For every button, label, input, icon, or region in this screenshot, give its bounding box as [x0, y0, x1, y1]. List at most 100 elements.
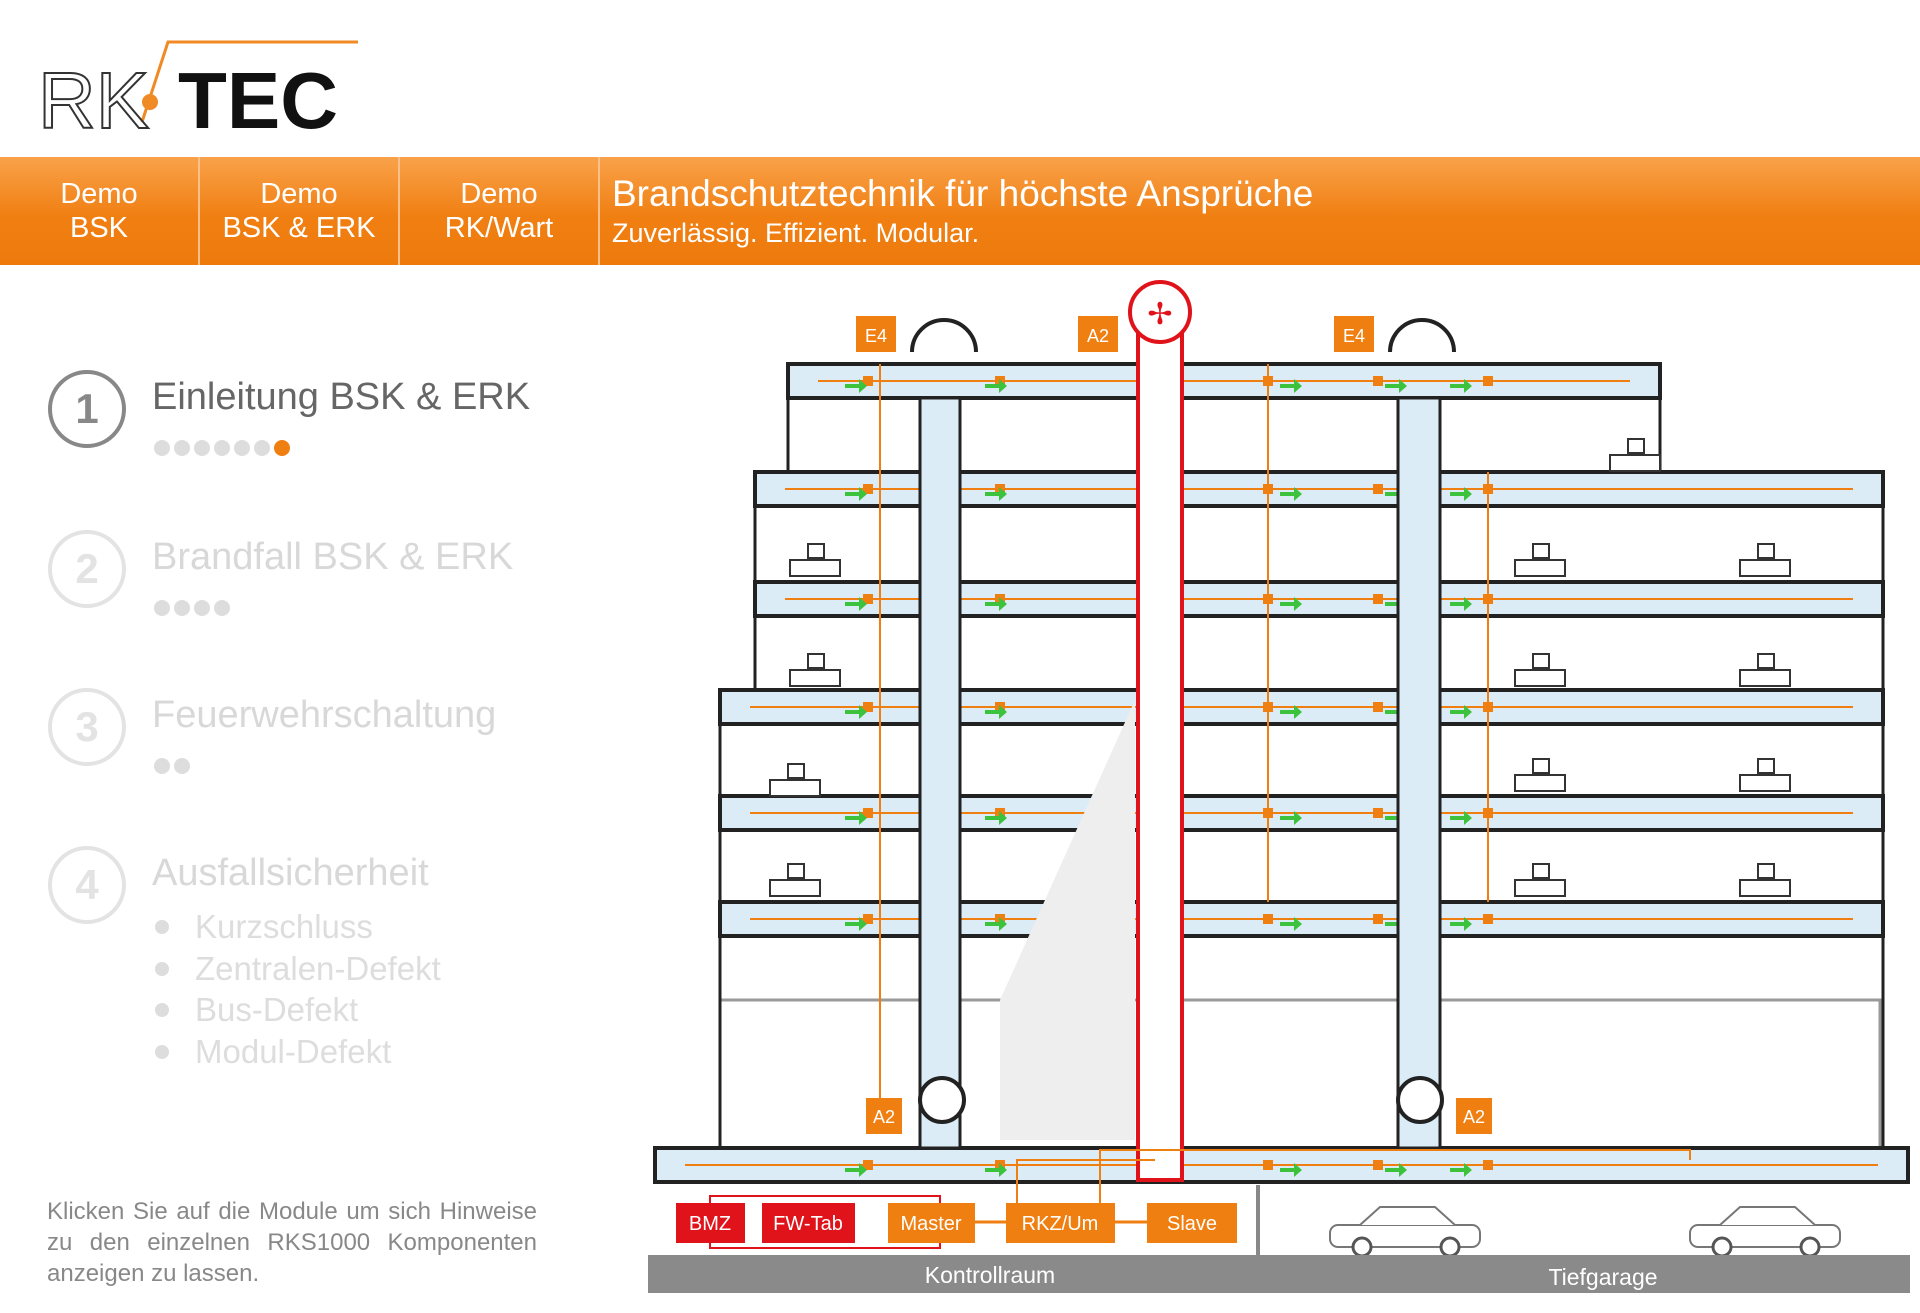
- airflow-arrow-icon: [1450, 597, 1472, 611]
- ground-module-a2-right[interactable]: A2: [1456, 1098, 1492, 1134]
- smoke-shaft: [1136, 298, 1184, 1182]
- desk-icon: [769, 779, 821, 797]
- monitor-icon: [1532, 863, 1550, 879]
- substep-modul-defekt[interactable]: Modul-Defekt: [155, 1033, 391, 1071]
- desk-icon: [769, 879, 821, 897]
- shaft-fan-icon: [1128, 280, 1192, 344]
- page-title: Brandschutztechnik für höchste Ansprüche: [612, 173, 1314, 214]
- tab-line: Demo: [460, 178, 538, 210]
- substep-label: Zentralen-Defekt: [195, 950, 441, 987]
- fan-icon: [1396, 1076, 1444, 1124]
- monitor-icon: [1532, 758, 1550, 774]
- bullet-icon: [155, 1003, 169, 1017]
- airflow-arrow-icon: [845, 379, 867, 393]
- module-fw-tab[interactable]: FW-Tab: [762, 1203, 855, 1243]
- svg-text:A2: A2: [1087, 326, 1109, 346]
- step-progress-dots: [154, 600, 230, 616]
- substep-bus-defekt[interactable]: Bus-Defekt: [155, 991, 358, 1029]
- damper-module: [863, 1160, 873, 1170]
- svg-text:A2: A2: [1463, 1107, 1485, 1127]
- desk-icon: [1514, 774, 1566, 792]
- substep-kurzschluss[interactable]: Kurzschluss: [155, 908, 373, 946]
- airflow-arrow-icon: [1450, 1163, 1472, 1177]
- room-label-tiefgarage: Tiefgarage: [1548, 1264, 1657, 1290]
- ground-module-a2-left[interactable]: A2: [866, 1098, 902, 1134]
- module-rkz-um[interactable]: RKZ/Um: [1006, 1203, 1115, 1243]
- vertical-duct: [918, 396, 962, 1150]
- monitor-icon: [1532, 653, 1550, 669]
- step-label: Brandfall BSK & ERK: [152, 536, 514, 578]
- monitor-icon: [787, 763, 805, 779]
- svg-text:A2: A2: [873, 1107, 895, 1127]
- svg-text:E4: E4: [865, 326, 887, 346]
- damper-module: [863, 808, 873, 818]
- monitor-icon: [1757, 863, 1775, 879]
- monitor-icon: [787, 863, 805, 879]
- damper-module: [1373, 702, 1383, 712]
- tab-line: BSK: [69, 212, 129, 244]
- substep-label: Bus-Defekt: [195, 991, 359, 1028]
- ground-floor: [718, 998, 1882, 1150]
- staircase: [1000, 700, 1135, 1140]
- step-label: Ausfallsicherheit: [152, 852, 429, 894]
- fan-icon: [918, 1076, 966, 1124]
- airflow-arrow-icon: [1280, 705, 1302, 719]
- step-4[interactable]: 4 Ausfallsicherheit: [48, 846, 429, 924]
- roof-module-a2[interactable]: A2: [1078, 316, 1118, 352]
- damper-module: [1373, 1160, 1383, 1170]
- step-progress-dots: [154, 440, 290, 456]
- airflow-arrow-icon: [845, 487, 867, 501]
- logo-rk: RK: [38, 56, 149, 138]
- roof-vent-icon: [910, 318, 978, 353]
- desk-icon: [1514, 879, 1566, 897]
- damper-module: [1373, 914, 1383, 924]
- step-number: 1: [48, 370, 126, 448]
- monitor-icon: [1757, 653, 1775, 669]
- desk-icon: [789, 669, 841, 687]
- airflow-arrow-icon: [845, 1163, 867, 1177]
- substep-zentralen-defekt[interactable]: Zentralen-Defekt: [155, 950, 441, 988]
- step-3[interactable]: 3 Feuerwehrschaltung: [48, 688, 496, 774]
- monitor-icon: [1757, 758, 1775, 774]
- airflow-arrow-icon: [985, 379, 1007, 393]
- damper-module: [1483, 914, 1493, 924]
- desk-icon: [1739, 879, 1791, 897]
- header-title-box: Brandschutztechnik für höchste Ansprüche…: [600, 157, 1313, 265]
- module-slave[interactable]: Slave: [1147, 1203, 1237, 1243]
- damper-module: [1263, 914, 1273, 924]
- tab-line: Demo: [260, 178, 338, 210]
- module-master[interactable]: Master: [888, 1203, 975, 1243]
- damper-module: [1263, 1160, 1273, 1170]
- svg-text:RKZ/Um: RKZ/Um: [1022, 1213, 1099, 1235]
- damper-module: [863, 594, 873, 604]
- car-icon: [1329, 1206, 1481, 1258]
- roof-module-e4-left[interactable]: E4: [856, 316, 896, 352]
- damper-module: [863, 702, 873, 712]
- step-2[interactable]: 2 Brandfall BSK & ERK: [48, 530, 513, 616]
- airflow-arrow-icon: [845, 811, 867, 825]
- svg-text:Master: Master: [900, 1213, 961, 1235]
- roof-module-e4-right[interactable]: E4: [1334, 316, 1374, 352]
- substep-label: Modul-Defekt: [195, 1033, 392, 1070]
- damper-module: [1373, 484, 1383, 494]
- airflow-arrow-icon: [1450, 811, 1472, 825]
- desk-icon: [1739, 774, 1791, 792]
- airflow-arrow-icon: [1450, 917, 1472, 931]
- desk-icon: [1514, 669, 1566, 687]
- module-bmz[interactable]: BMZ: [676, 1203, 745, 1243]
- airflow-arrow-icon: [845, 597, 867, 611]
- monitor-icon: [1757, 543, 1775, 559]
- desk-icon: [789, 559, 841, 577]
- tab-line: RK/Wart: [444, 212, 554, 244]
- roof-vent-icon: [1388, 318, 1456, 353]
- airflow-arrow-icon: [985, 597, 1007, 611]
- step-1[interactable]: 1 Einleitung BSK & ERK: [48, 370, 530, 456]
- instruction-note: Klicken Sie auf die Module um sich Hinwe…: [47, 1198, 537, 1287]
- damper-module: [1373, 808, 1383, 818]
- damper-module: [1483, 376, 1493, 386]
